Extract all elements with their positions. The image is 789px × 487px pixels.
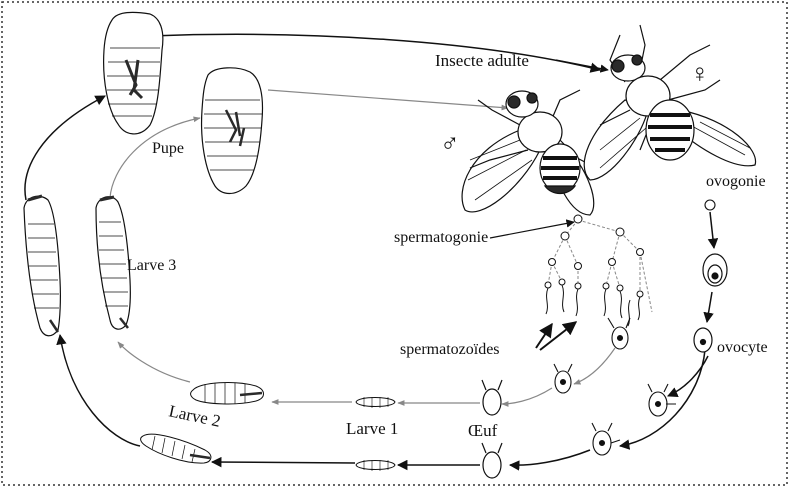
larva-1-upper (356, 397, 395, 408)
arrow-pupa-to-female (150, 34, 600, 70)
arrow-larva1b-to-larva2 (212, 462, 355, 463)
larva-large (24, 196, 60, 336)
arrow-ovocyte-to-zygote (668, 356, 708, 396)
label-egg: Œuf (468, 421, 498, 440)
oocyte-fertilising (648, 384, 676, 416)
label-adult: Insecte adulte (435, 51, 529, 70)
label-female-symbol: ♀ (690, 59, 710, 88)
arrow-zygote-to-egg (502, 388, 552, 404)
label-spermatogonia: spermatogonie (394, 229, 488, 246)
arrow-larva-to-pupa (25, 96, 105, 200)
larva-1-upper-body (356, 398, 395, 407)
arrow-oogonia-to-oocyte (710, 212, 714, 248)
larva-3 (96, 197, 130, 329)
egg-lower-body (483, 452, 501, 478)
fertilised-egg-1 (554, 364, 572, 393)
ovocyte-cell (694, 328, 712, 352)
label-larva1: Larve 1 (346, 419, 398, 438)
egg-lower (482, 443, 502, 478)
spermatozoa-pointer-1 (536, 324, 552, 348)
pupa-small (202, 68, 263, 194)
larva-1-lower-body (356, 461, 395, 470)
arrow-pupa-to-male (268, 90, 508, 108)
label-oogonia: ovogonie (706, 173, 766, 190)
larva-1-lower (356, 460, 395, 471)
pupa-small-body (202, 68, 263, 194)
label-larva3: Larve 3 (127, 257, 176, 274)
oocyte-cell (703, 254, 727, 286)
arrow-oocyte-to-egg (510, 450, 590, 465)
oogonia-cell (705, 200, 715, 210)
spermatozoa-pointer-2 (540, 322, 576, 350)
pupa-large (104, 12, 163, 134)
larva-3-body (96, 197, 130, 329)
arrow-larva-to-larva3 (118, 342, 190, 382)
label-pupa: Pupe (152, 140, 184, 157)
arrow-oocyte-to-ovocyte (707, 292, 712, 322)
spermatogenesis-cells (545, 215, 644, 297)
adult-pointer (556, 60, 608, 70)
oocyte-fertilising-2 (592, 423, 620, 455)
male-fly (462, 90, 600, 215)
label-male-symbol: ♂ (440, 129, 460, 158)
label-oocyte: ovocyte (717, 339, 768, 356)
egg-upper (482, 380, 502, 415)
fertilised-egg-2 (608, 318, 630, 349)
spermatozoa-tails (546, 285, 640, 320)
female-fly (584, 25, 755, 180)
larva-2-lower (141, 434, 211, 463)
larva-2-upper (191, 383, 264, 404)
larva-2-lower-body (141, 434, 211, 463)
label-larva2: Larve 2 (167, 401, 222, 430)
label-spermatozoa: spermatozoïdes (400, 341, 500, 358)
arrow-fert-to-zygote (574, 348, 615, 384)
egg-upper-body (483, 389, 501, 415)
